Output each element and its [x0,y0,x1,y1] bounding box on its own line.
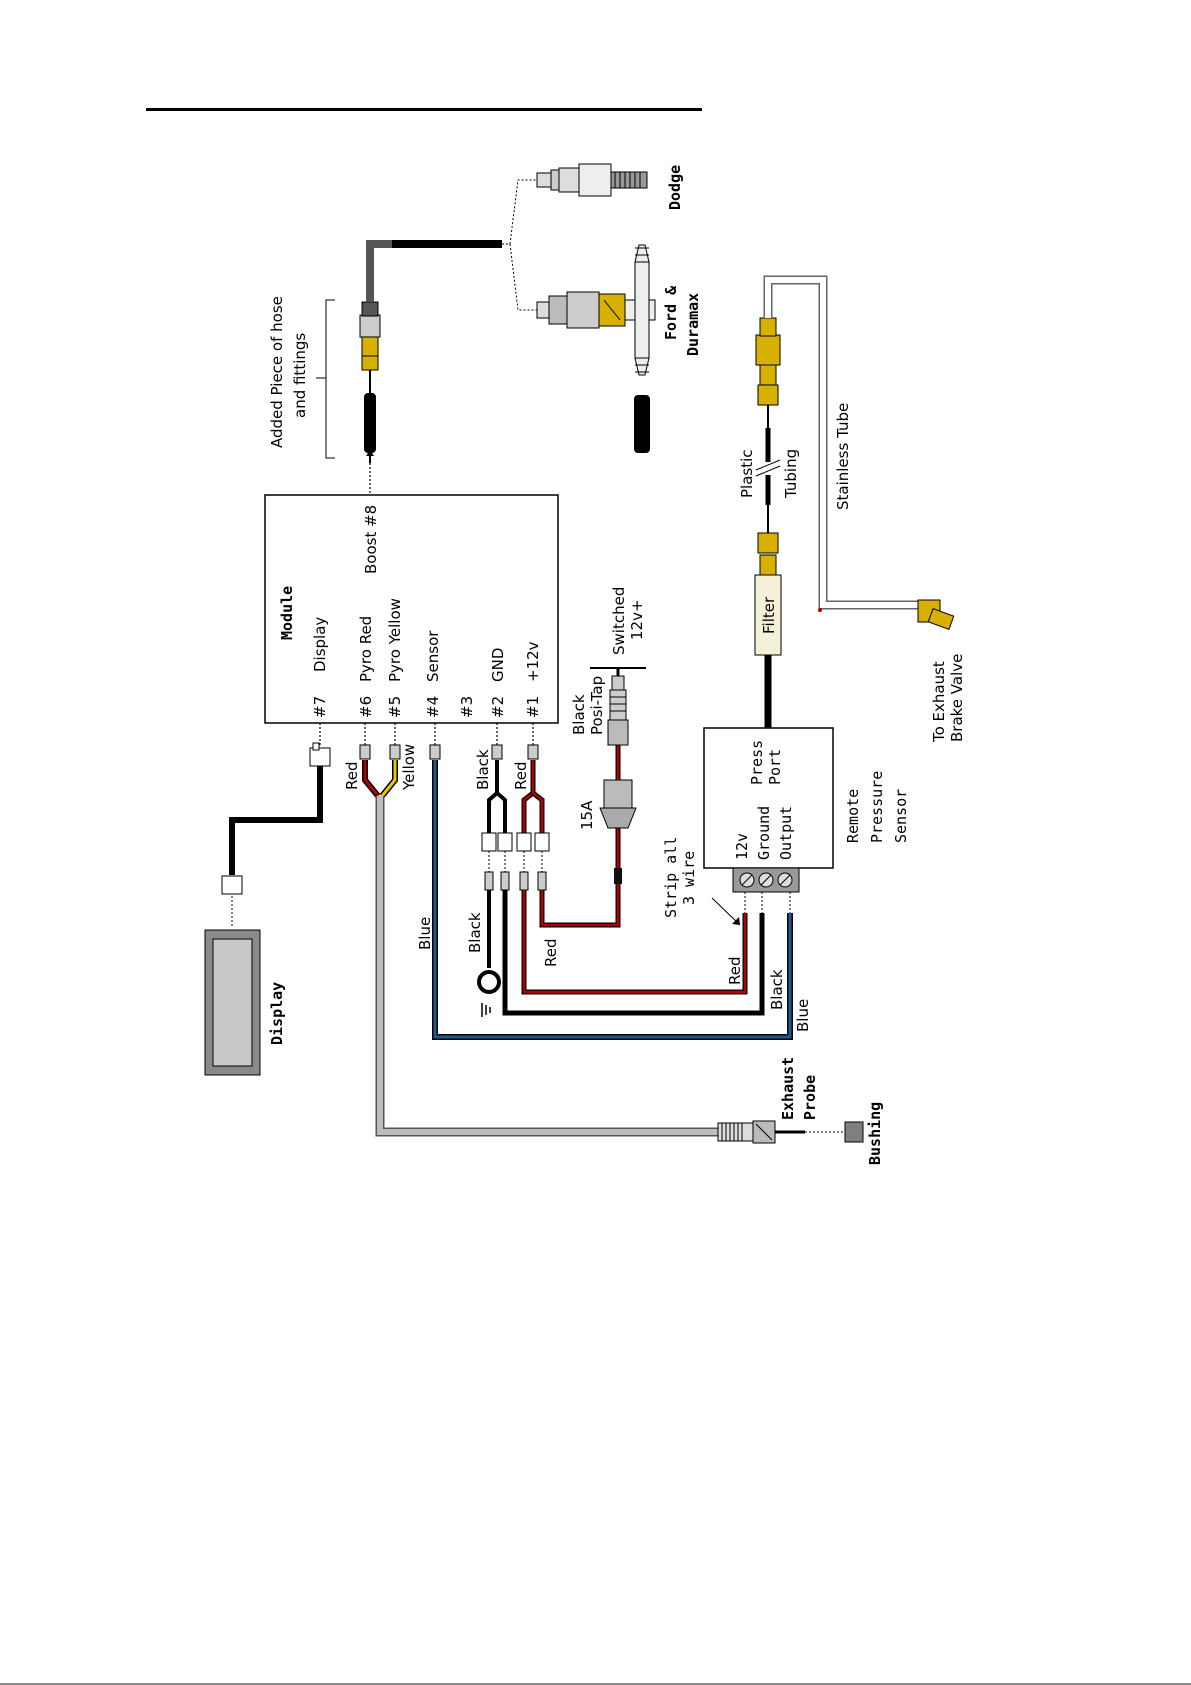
sensor-title-1: Remote [844,789,862,843]
pin-label-5: Pyro Yellow [386,598,404,682]
fuse-label: 15A [578,800,596,830]
hose-note-1: Added Piece of hose [268,296,286,448]
blue-wire: Blue [416,744,793,1040]
fitting-options-lines [502,179,537,311]
posi-tap-label-2: Posi-Tap [588,676,606,735]
pin-label-7: Display [311,617,329,672]
dodge-label: Dodge [666,165,684,210]
pin-num-2: #2 [489,696,507,718]
filter-label: Filter [760,596,778,634]
ground-wire: Black Black [466,744,765,1017]
wire-label-yellow-pyro: Yellow [400,744,418,791]
sensor-pin-ground: Ground [755,806,773,860]
header-rule [146,108,702,111]
footer-rule [0,1683,1191,1685]
posi-tap: Black Posi-Tap Switched 12v+ [570,587,646,760]
display-unit: Display [204,929,286,1076]
pin-label-2: GND [489,648,507,682]
sensor-port-2: Port [766,749,784,785]
hose-note-2: and fittings [291,333,309,418]
sensor-port-1: Press [748,740,766,785]
pin-label-4: Sensor [424,630,442,682]
wire-label-sensor-black: Black [768,969,786,1010]
module-title: Module [278,586,296,640]
pyro-wires: Red Yellow [343,744,718,1137]
brake-valve-label-2: Brake Valve [948,654,966,742]
stainless-label: Stainless Tube [834,403,852,510]
bushing-label: Bushing [866,1102,884,1165]
boost-hose: Added Piece of hose and fittings [268,240,502,463]
power-wire: Red Red [512,744,748,995]
pin-num-5: #5 [386,696,404,718]
pin-leads [319,463,534,745]
exhaust-probe: Exhaust Probe Bushing [717,1057,884,1165]
pin-num-3: #3 [458,696,476,718]
pin-num-7: #7 [311,696,329,718]
module-box: Module Boost #8 #7 Display #6 Pyro Red #… [264,494,559,724]
wire-label-blue: Blue [416,917,434,950]
sensor-title-3: Sensor [892,789,910,843]
switched-label-1: Switched [610,587,628,655]
sensor-pin-12v: 12v [733,833,751,860]
dodge-fitting: Dodge [536,163,684,210]
display-cable [221,742,331,928]
sensor-pin-output: Output [777,806,795,860]
pin-label-1: +12v [524,641,542,682]
remote-pressure-sensor: 12v Ground Output Press Port Remote Pres… [703,727,910,1032]
pin-num-6: #6 [357,696,375,718]
ford-duramax-fitting: Ford & Duramax [536,244,702,453]
posi-tap-label-1: Black [570,694,588,735]
ford-label-2: Duramax [684,293,702,356]
exhaust-probe-label-2: Probe [801,1075,819,1120]
pin-label-6: Pyro Red [357,616,375,682]
wire-label-red-12v: Red [512,762,530,791]
pin-num-4: #4 [424,696,442,718]
boost-label: Boost #8 [362,505,380,574]
wire-label-red-pyro: Red [343,762,361,791]
pin-num-1: #1 [524,696,542,718]
strip-note-1: Strip all [662,837,680,918]
wire-label-black-ground: Black [466,912,484,953]
tubing-label: Tubing [782,449,800,499]
plastic-label: Plastic [738,449,756,498]
display-label: Display [268,982,286,1045]
wire-label-black-gnd: Black [474,749,492,790]
wire-label-sensor-blue: Blue [794,999,812,1032]
strip-note: Strip all 3 wire [662,837,741,926]
wire-label-sensor-red: Red [726,957,744,986]
switched-label-2: 12v+ [628,599,646,640]
strip-note-2: 3 wire [680,851,698,905]
fuse-holder: 15A [578,760,637,830]
exhaust-probe-label-1: Exhaust [779,1057,797,1120]
wire-label-red-run: Red [542,939,560,968]
ford-label-1: Ford & [662,285,680,340]
brake-valve-label-1: To Exhaust [930,661,948,743]
sensor-title-2: Pressure [868,771,886,843]
pressure-line: Filter Plastic Tubing Stainless Tube To … [738,275,966,743]
